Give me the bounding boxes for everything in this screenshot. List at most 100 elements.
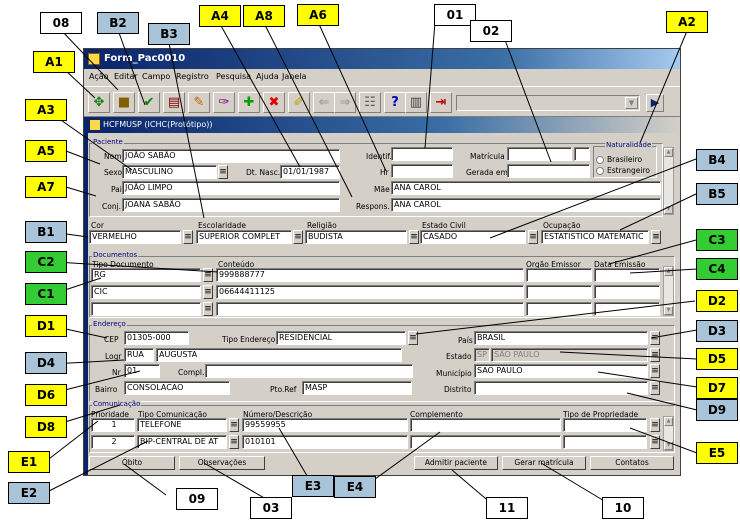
com-row-1-prop-lov-icon[interactable] <box>650 418 660 432</box>
doc-row-2-data[interactable] <box>594 285 660 299</box>
print-icon[interactable]: ▤ <box>163 92 185 113</box>
obito-button[interactable]: Óbito <box>89 456 175 470</box>
religiao-field[interactable]: BUDISTA <box>305 230 407 244</box>
toolbar-dropdown[interactable]: ▼ <box>456 95 640 111</box>
doc-row-3-conteudo[interactable] <box>216 302 524 316</box>
nr-field[interactable]: 01 <box>124 364 160 378</box>
estrangeiro-radio[interactable] <box>596 167 604 175</box>
confirm-check-icon[interactable]: ✔ <box>138 92 160 113</box>
estado-field[interactable]: SÃO PAULO <box>491 348 648 362</box>
escolaridade-lov-icon[interactable] <box>293 230 303 244</box>
sexo-lov-icon[interactable] <box>218 165 228 179</box>
delete-record-icon[interactable]: ✖ <box>263 92 285 113</box>
brasileiro-radio[interactable] <box>596 156 604 164</box>
pais-field[interactable]: BRASIL <box>474 331 648 345</box>
window-titlebar[interactable]: Form_Pac0010 <box>84 49 680 69</box>
observacoes-button[interactable]: Observações <box>179 456 265 470</box>
estadocivil-field[interactable]: CASADO <box>420 230 526 244</box>
estado-sigla-field[interactable]: SP <box>474 348 490 362</box>
respons-field[interactable]: ANA CAROL <box>391 198 661 212</box>
ptoref-field[interactable]: MASP <box>302 381 412 395</box>
doc-row-3-orgao[interactable] <box>526 302 592 316</box>
religiao-lov-icon[interactable] <box>409 230 419 244</box>
menu-acao[interactable]: Ação <box>89 72 109 81</box>
play-icon[interactable]: ▶ <box>646 94 664 112</box>
com-row-1-tipo[interactable]: TELEFONE <box>137 418 227 432</box>
cor-field[interactable]: VERMELHO <box>89 230 181 244</box>
distrito-lov-icon[interactable] <box>650 381 660 395</box>
clear-icon[interactable]: ✐ <box>288 92 310 113</box>
doc-row-1-lov-icon[interactable] <box>203 268 213 282</box>
gerada-field[interactable] <box>507 164 590 178</box>
conj-field[interactable]: JOANA SABÃO <box>122 198 340 212</box>
nome-field[interactable]: JOÃO SABÃO <box>122 149 340 163</box>
query-icon[interactable]: ✎ <box>188 92 210 113</box>
com-row-2-lov-icon[interactable] <box>229 435 239 449</box>
document-icon[interactable]: ▥ <box>405 92 427 113</box>
com-row-2-numero[interactable]: 010101 <box>242 435 408 449</box>
logr-tipo-field[interactable]: RUA <box>124 348 154 362</box>
help-icon[interactable]: ? <box>384 92 406 113</box>
next-icon[interactable]: ⇒ <box>334 92 356 113</box>
insert-record-icon[interactable]: ✚ <box>238 92 260 113</box>
ocupacao-lov-icon[interactable] <box>651 230 661 244</box>
identif-field[interactable] <box>391 147 453 161</box>
execute-query-icon[interactable]: ✑ <box>213 92 235 113</box>
bairro-field[interactable]: CONSOLACAO <box>124 381 230 395</box>
menu-registro[interactable]: Registro <box>176 72 209 81</box>
scroll-down-icon[interactable]: ▼ <box>664 205 673 214</box>
scroll-up-icon[interactable]: ▲ <box>664 267 673 276</box>
doc-row-2-tipo[interactable]: CIC <box>91 285 201 299</box>
menu-pesquisa[interactable]: Pesquisa <box>216 72 252 81</box>
cep-field[interactable]: 01305-000 <box>124 331 189 345</box>
estado-lov-icon[interactable] <box>650 348 660 362</box>
sexo-field[interactable]: MASCULINO <box>122 165 217 179</box>
matricula-digit-field[interactable] <box>574 147 590 161</box>
com-row-2-tipo[interactable]: BIP-CENTRAL DE AT <box>137 435 227 449</box>
documentos-scrollbar[interactable]: ▲ ▼ <box>663 266 674 316</box>
navigate-icon[interactable]: ✥ <box>88 92 110 113</box>
doc-row-1-data[interactable] <box>594 268 660 282</box>
doc-row-1-conteudo[interactable]: 999888777 <box>216 268 524 282</box>
exit-icon[interactable]: ⇥ <box>430 92 452 113</box>
cor-lov-icon[interactable] <box>183 230 193 244</box>
tipo-endereco-lov-icon[interactable] <box>408 331 418 345</box>
list-icon[interactable]: ☷ <box>359 92 381 113</box>
compl-field[interactable] <box>205 364 413 378</box>
dtnasc-field[interactable]: 01/01/1987 <box>280 165 340 179</box>
admitir-paciente-button[interactable]: Admitir paciente <box>414 456 498 470</box>
com-row-2-prop-lov-icon[interactable] <box>650 435 660 449</box>
save-icon[interactable]: ■ <box>113 92 135 113</box>
escolaridade-field[interactable]: SUPERIOR COMPLET <box>196 230 292 244</box>
doc-row-3-tipo[interactable] <box>91 302 201 316</box>
distrito-field[interactable] <box>474 381 648 395</box>
tipo-endereco-field[interactable]: RESIDENCIAL <box>276 331 406 345</box>
mae-field[interactable]: ANA CAROL <box>391 181 661 195</box>
ocupacao-field[interactable]: ESTATISTICO MATEMATIC <box>541 230 649 244</box>
scroll-up-icon[interactable]: ▲ <box>664 148 673 157</box>
doc-row-2-lov-icon[interactable] <box>203 285 213 299</box>
scroll-up-icon[interactable]: ▲ <box>664 417 673 426</box>
pais-lov-icon[interactable] <box>650 331 660 345</box>
municipio-field[interactable]: SAO PAULO <box>474 364 648 378</box>
menu-editar[interactable]: Editar <box>114 72 138 81</box>
chevron-down-icon[interactable]: ▼ <box>625 97 638 109</box>
contatos-button[interactable]: Contatos <box>590 456 674 470</box>
menu-janela[interactable]: Janela <box>282 72 307 81</box>
com-row-1-numero[interactable]: 99559955 <box>242 418 408 432</box>
com-row-2-complemento[interactable] <box>410 435 561 449</box>
menu-ajuda[interactable]: Ajuda <box>256 72 279 81</box>
doc-row-3-lov-icon[interactable] <box>203 302 213 316</box>
com-row-1-lov-icon[interactable] <box>229 418 239 432</box>
doc-row-2-conteudo[interactable]: 06644411125 <box>216 285 524 299</box>
com-row-1-prioridade[interactable]: 1 <box>91 418 135 432</box>
com-row-2-propriedade[interactable] <box>563 435 647 449</box>
paciente-scrollbar[interactable]: ▲ ▼ <box>663 147 674 215</box>
pai-field[interactable]: JOÃO LIMPO <box>122 181 340 195</box>
comunicacao-scrollbar[interactable]: ▲ ▼ <box>663 416 674 451</box>
matricula-field[interactable] <box>507 147 572 161</box>
municipio-lov-icon[interactable] <box>650 364 660 378</box>
doc-row-1-tipo[interactable]: RG <box>91 268 201 282</box>
gerar-matricula-button[interactable]: Gerar matrícula <box>502 456 586 470</box>
logr-field[interactable]: AUGUSTA <box>156 348 402 362</box>
